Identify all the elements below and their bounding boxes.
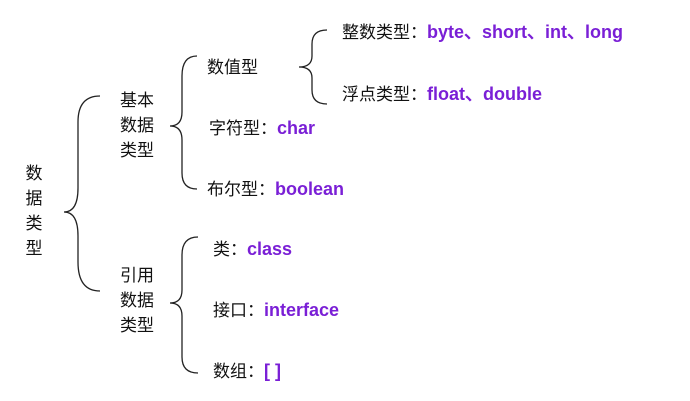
float-type-row: 浮点类型：float、double [342, 84, 542, 105]
integer-type-values: byte、short、int、long [427, 22, 623, 42]
basic-label-line: 基本 [120, 91, 154, 111]
basic-label-line: 数据 [120, 116, 154, 136]
reference-types-label: 引用 数据 类型 [117, 264, 157, 339]
float-type-label: 浮点类型： [342, 85, 427, 105]
interface-type-label: 接口： [213, 301, 264, 321]
integer-type-row: 整数类型：byte、short、int、long [342, 22, 623, 43]
basic-brace [169, 55, 198, 190]
root-brace [63, 95, 101, 292]
basic-label-line: 类型 [120, 141, 154, 161]
basic-types-label: 基本 数据 类型 [117, 89, 157, 164]
numeric-brace [298, 29, 328, 105]
reference-label-line: 引用 [120, 266, 154, 286]
reference-label-line: 数据 [120, 291, 154, 311]
root-label: 数据类型 [25, 164, 43, 259]
numeric-type-label: 数值型 [207, 58, 258, 78]
interface-type-value: interface [264, 300, 340, 320]
boolean-type-row: 布尔型：boolean [207, 179, 344, 200]
float-type-values: float、double [427, 84, 542, 104]
array-type-label: 数组： [213, 362, 264, 382]
class-type-value: class [247, 239, 293, 259]
array-type-row: 数组：[ ] [213, 361, 281, 382]
array-type-value: [ ] [264, 361, 281, 381]
char-type-value: char [277, 118, 316, 138]
char-type-label: 字符型： [209, 119, 277, 139]
boolean-type-label: 布尔型： [207, 180, 275, 200]
reference-label-line: 类型 [120, 316, 154, 336]
integer-type-label: 整数类型： [342, 23, 427, 43]
boolean-type-value: boolean [275, 179, 345, 199]
interface-type-row: 接口：interface [213, 300, 339, 321]
char-type-row: 字符型：char [209, 118, 315, 139]
class-type-label: 类： [213, 240, 247, 260]
class-type-row: 类：class [213, 239, 292, 260]
reference-brace [169, 236, 199, 374]
